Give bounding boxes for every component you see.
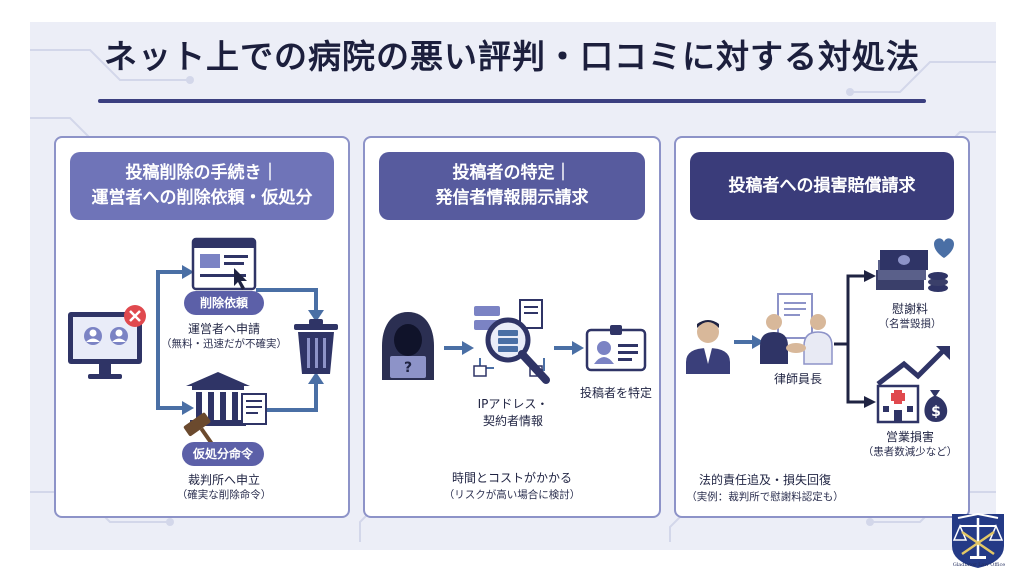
- note-sub: （実例：裁判所で慰謝料認定も）: [686, 491, 844, 503]
- ip-label-line: 契約者情報: [482, 414, 543, 428]
- title-underline: [98, 99, 926, 103]
- step-label: 裁判所へ申立: [187, 473, 260, 487]
- panel-damages-claim: 投稿者への損害賠償請求: [674, 136, 970, 518]
- id-card-icon: [585, 325, 647, 372]
- panel-header-line: 投稿削除の手続き｜: [125, 163, 279, 183]
- identify-poster-label: 投稿者を特定: [579, 386, 652, 400]
- branch-arrows: [834, 270, 876, 408]
- ip-label: IPアドレス・ 契約者情報: [458, 396, 568, 430]
- outcome-label: 慰謝料: [891, 302, 928, 316]
- trash-icon: [294, 319, 338, 374]
- step-sub: （無料・迅速だが不確実）: [161, 338, 287, 350]
- page-title: ネット上での病院の悪い評判・口コミに対する対処法: [104, 37, 920, 76]
- step-label: 運営者へ申請: [187, 322, 260, 336]
- lawyer-handshake-icon: [760, 293, 833, 365]
- svg-text:?: ?: [404, 360, 412, 376]
- panel-header-line: 投稿者の特定｜: [452, 163, 572, 183]
- panel-header-line: 発信者情報開示請求: [435, 188, 589, 208]
- step-sub: （確実な削除命令）: [176, 489, 272, 501]
- note-sub: （リスクが高い場合に検討）: [443, 489, 581, 501]
- panel-header-line: 運営者への削除依頼・仮処分: [91, 188, 313, 208]
- note-line: 法的責任追及・損失回復: [698, 473, 831, 487]
- server-search-icon: [473, 299, 550, 384]
- flow-arrow: [444, 341, 474, 355]
- ip-label-line: IPアドレス・: [477, 397, 549, 411]
- panel-header: 投稿者への損害賠償請求: [690, 152, 954, 220]
- note: 法的責任追及・損失回復 （実例：裁判所で慰謝料認定も）: [680, 472, 850, 506]
- pill-deletion-request: 削除依頼: [184, 291, 264, 315]
- svg-text:$: $: [931, 404, 941, 420]
- panel-header: 投稿削除の手続き｜ 運営者への削除依頼・仮処分: [70, 152, 334, 220]
- person-icon: [686, 320, 730, 374]
- money-heart-icon: [876, 238, 954, 292]
- panel-header-line: 投稿者への損害賠償請求: [728, 175, 916, 196]
- outcome-sub: （患者数減少など）: [862, 446, 958, 458]
- hooded-hacker-icon: ?: [382, 312, 434, 380]
- note-line: 時間とコストがかかる: [451, 471, 572, 485]
- panel-header: 投稿者の特定｜ 発信者情報開示請求: [379, 152, 645, 220]
- flow-arrows: [156, 265, 324, 415]
- pill-provisional-disposition: 仮処分命令: [182, 442, 264, 466]
- outcome-sub: （名誉毀損）: [878, 318, 942, 330]
- monitor-delete-icon: [68, 305, 146, 379]
- lawyer-label: 律師員長: [773, 372, 822, 386]
- outcome-label: 営業損害: [885, 430, 934, 444]
- hospital-chart-icon: $: [876, 346, 950, 424]
- note: 時間とコストがかかる （リスクが高い場合に検討）: [383, 470, 641, 504]
- scales-of-justice-icon: [952, 512, 1004, 568]
- flow-arrow: [734, 335, 764, 349]
- browser-report-icon: [191, 237, 257, 291]
- courthouse-gavel-icon: [183, 372, 267, 445]
- logo-text: Gladiator Law Office: [952, 562, 1006, 568]
- flow-arrow: [554, 341, 584, 355]
